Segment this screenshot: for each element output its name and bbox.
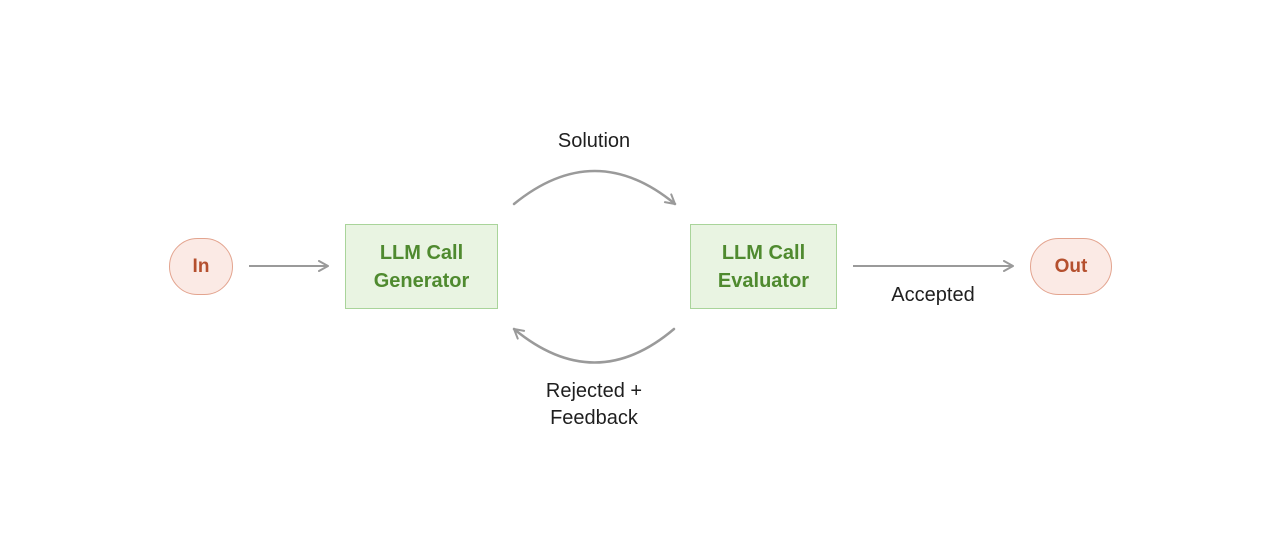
accepted-edge-label: Accepted [891,284,975,306]
rejected-feedback-edge-label: Rejected + Feedback [520,378,668,432]
output-node-label: Out [1054,255,1088,277]
rejected-label-line2: Feedback [550,407,638,429]
generator-node-line2: Generator [373,269,470,292]
rejected-label-line1: Rejected + [545,380,643,402]
evaluator-node: LLM Call Evaluator [690,224,837,309]
input-node: In [169,238,233,295]
output-node: Out [1030,238,1112,295]
solution-edge-label: Solution [557,130,631,152]
generator-node: LLM Call Generator [345,224,498,309]
generator-node-line1: LLM Call [379,241,464,264]
evaluator-node-line2: Evaluator [717,269,810,292]
arrow-rejected-feedback [512,327,676,364]
arrow-solution [512,169,677,206]
input-node-label: In [192,255,210,277]
evaluator-node-line1: LLM Call [721,241,806,264]
